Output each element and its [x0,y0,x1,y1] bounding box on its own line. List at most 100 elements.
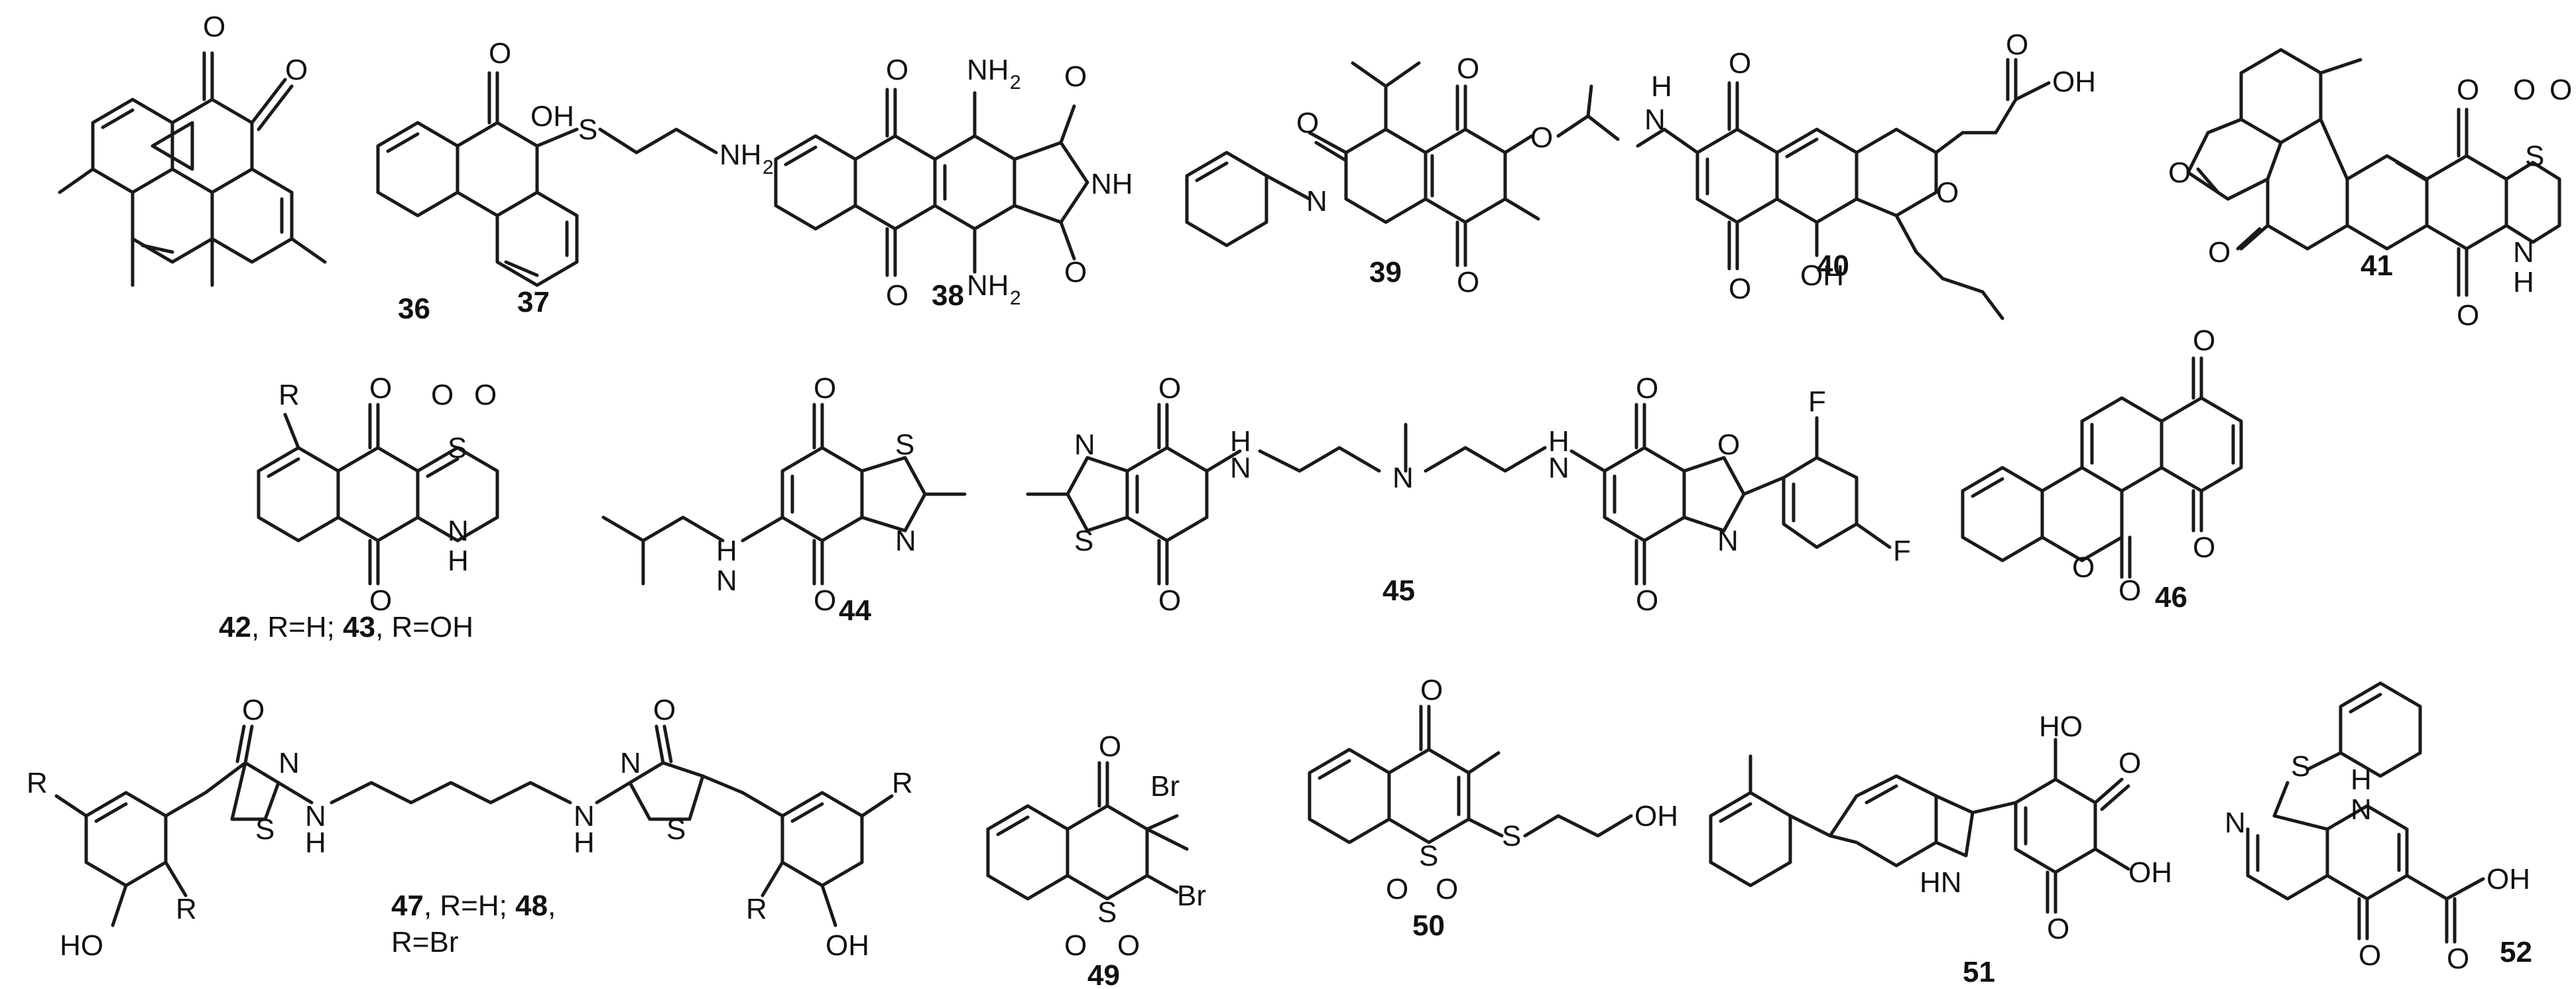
compound-number-44: 44 [839,594,871,627]
atom-label: H [716,535,737,567]
structure-38: O O NH 2 NH 2 O O NH 38 [774,54,1133,312]
atom-label: OH [826,929,869,962]
atom-label: S [1097,896,1117,929]
compound-number-39: 39 [1369,256,1402,289]
atom-label: S [448,432,467,464]
atom-subscript: 2 [1010,287,1021,309]
atom-label: O [369,372,392,405]
atom-label: O [1296,107,1319,139]
compound-caption-47-48: 47, R=H; 48, [391,890,556,922]
compound-caption-42-43: 42, R=H; 43, R=OH [219,611,473,643]
atom-label: O [1099,730,1121,763]
structure-50: O S S O O OH 50 [1308,674,1678,942]
atom-label: N [448,515,469,547]
atom-label: N [1548,452,1569,484]
atom-label: O [653,694,676,726]
atom-label: O [1386,873,1408,905]
atom-label: NH [1091,168,1133,200]
atom-label: O [242,694,265,726]
atom-label: R [27,767,48,799]
atom-label: O [2513,74,2536,106]
atom-label: O [203,11,225,43]
atom-label: O [1530,121,1553,154]
atom-label: O [1936,176,1959,209]
atom-label: Br [1177,880,1206,912]
atom-label: O [2193,324,2215,357]
atom-label: R [746,893,767,925]
atom-label: O [886,279,908,312]
atom-label: O [474,379,497,411]
atom-label: O [1457,52,1479,85]
atom-label: OH [530,100,574,133]
atom-label: O [2072,551,2095,584]
atom-label: S [578,113,597,146]
atom-label: R [278,379,300,411]
atom-label: S [2525,140,2544,172]
atom-label: O [1457,266,1479,298]
atom-label: N [1230,452,1251,484]
structure-42-43: R O O S O O N H 42, R=H; 43, R=OH [219,372,499,643]
atom-label: S [666,813,686,846]
atom-label: O [2047,913,2069,945]
atom-label: H [2351,763,2372,796]
compound-number-37: 37 [517,286,550,318]
atom-label: O [1158,372,1181,405]
atom-label: O [2118,747,2141,779]
compound-number-41: 41 [2361,249,2393,282]
atom-label: Br [1150,770,1180,803]
structure-39: O N O O O 39 [1185,52,1620,298]
atom-label: O [285,54,308,86]
atom-label: O [489,37,511,70]
structure-41: O O O O S O O N H 41 [2168,48,2572,332]
atom-subscript: 2 [763,157,774,178]
atom-label: F [1808,385,1826,418]
atom-label: N [1644,103,1666,136]
atom-label: N [895,525,916,557]
atom-subscript: 2 [1010,72,1021,94]
structure-46: O O O O 46 [1961,324,2243,614]
atom-label: N [278,747,300,779]
atom-label: R [892,767,913,799]
atom-label: H [1651,70,1672,103]
atom-label: O [1436,873,1458,905]
atom-label: N [1306,185,1327,218]
compound-number-45: 45 [1382,574,1415,607]
atom-label: H [448,545,469,577]
atom-label: NH [967,54,1009,86]
atom-label: O [1636,372,1658,405]
atom-label: S [1502,820,1521,852]
atom-label: H [574,826,595,859]
structure-49: O Br Br S O O 49 [986,730,1206,989]
atom-label: O [431,379,454,411]
compound-caption-47-48-line2: R=Br [391,926,458,958]
atom-label: O [1158,584,1181,617]
atom-label: HO [60,929,103,962]
atom-label: OH [1800,259,1844,292]
atom-label: O [1729,273,1751,305]
atom-label: S [1074,525,1093,557]
atom-label: N [2351,793,2372,826]
atom-label: O [1064,256,1087,289]
atom-label: N [574,800,595,832]
atom-label: O [814,372,836,405]
atom-label: O [2118,574,2141,607]
atom-label: O [2457,74,2479,106]
compound-number-38: 38 [932,279,964,312]
atom-label: O [886,54,908,86]
structure-44: O O S N H N 44 [601,372,967,627]
structure-36: O O 36 [58,11,430,325]
atom-label: N [2513,236,2534,269]
atom-label: N [1074,429,1095,461]
compound-number-49: 49 [1087,959,1120,989]
atom-label: N [305,800,326,832]
atom-label: R [176,893,197,925]
atom-label: O [2193,531,2215,564]
atom-label: O [1420,674,1443,706]
structure-51: HO O O OH HN 51 [1709,710,2172,988]
structure-47-48: O N S N H N H N O S R R HO R R OH 47, R=… [27,694,913,962]
atom-label: H [1230,425,1251,458]
atom-label: O [2457,299,2479,332]
compound-number-51: 51 [1963,956,1995,988]
atom-label: O [369,584,392,617]
